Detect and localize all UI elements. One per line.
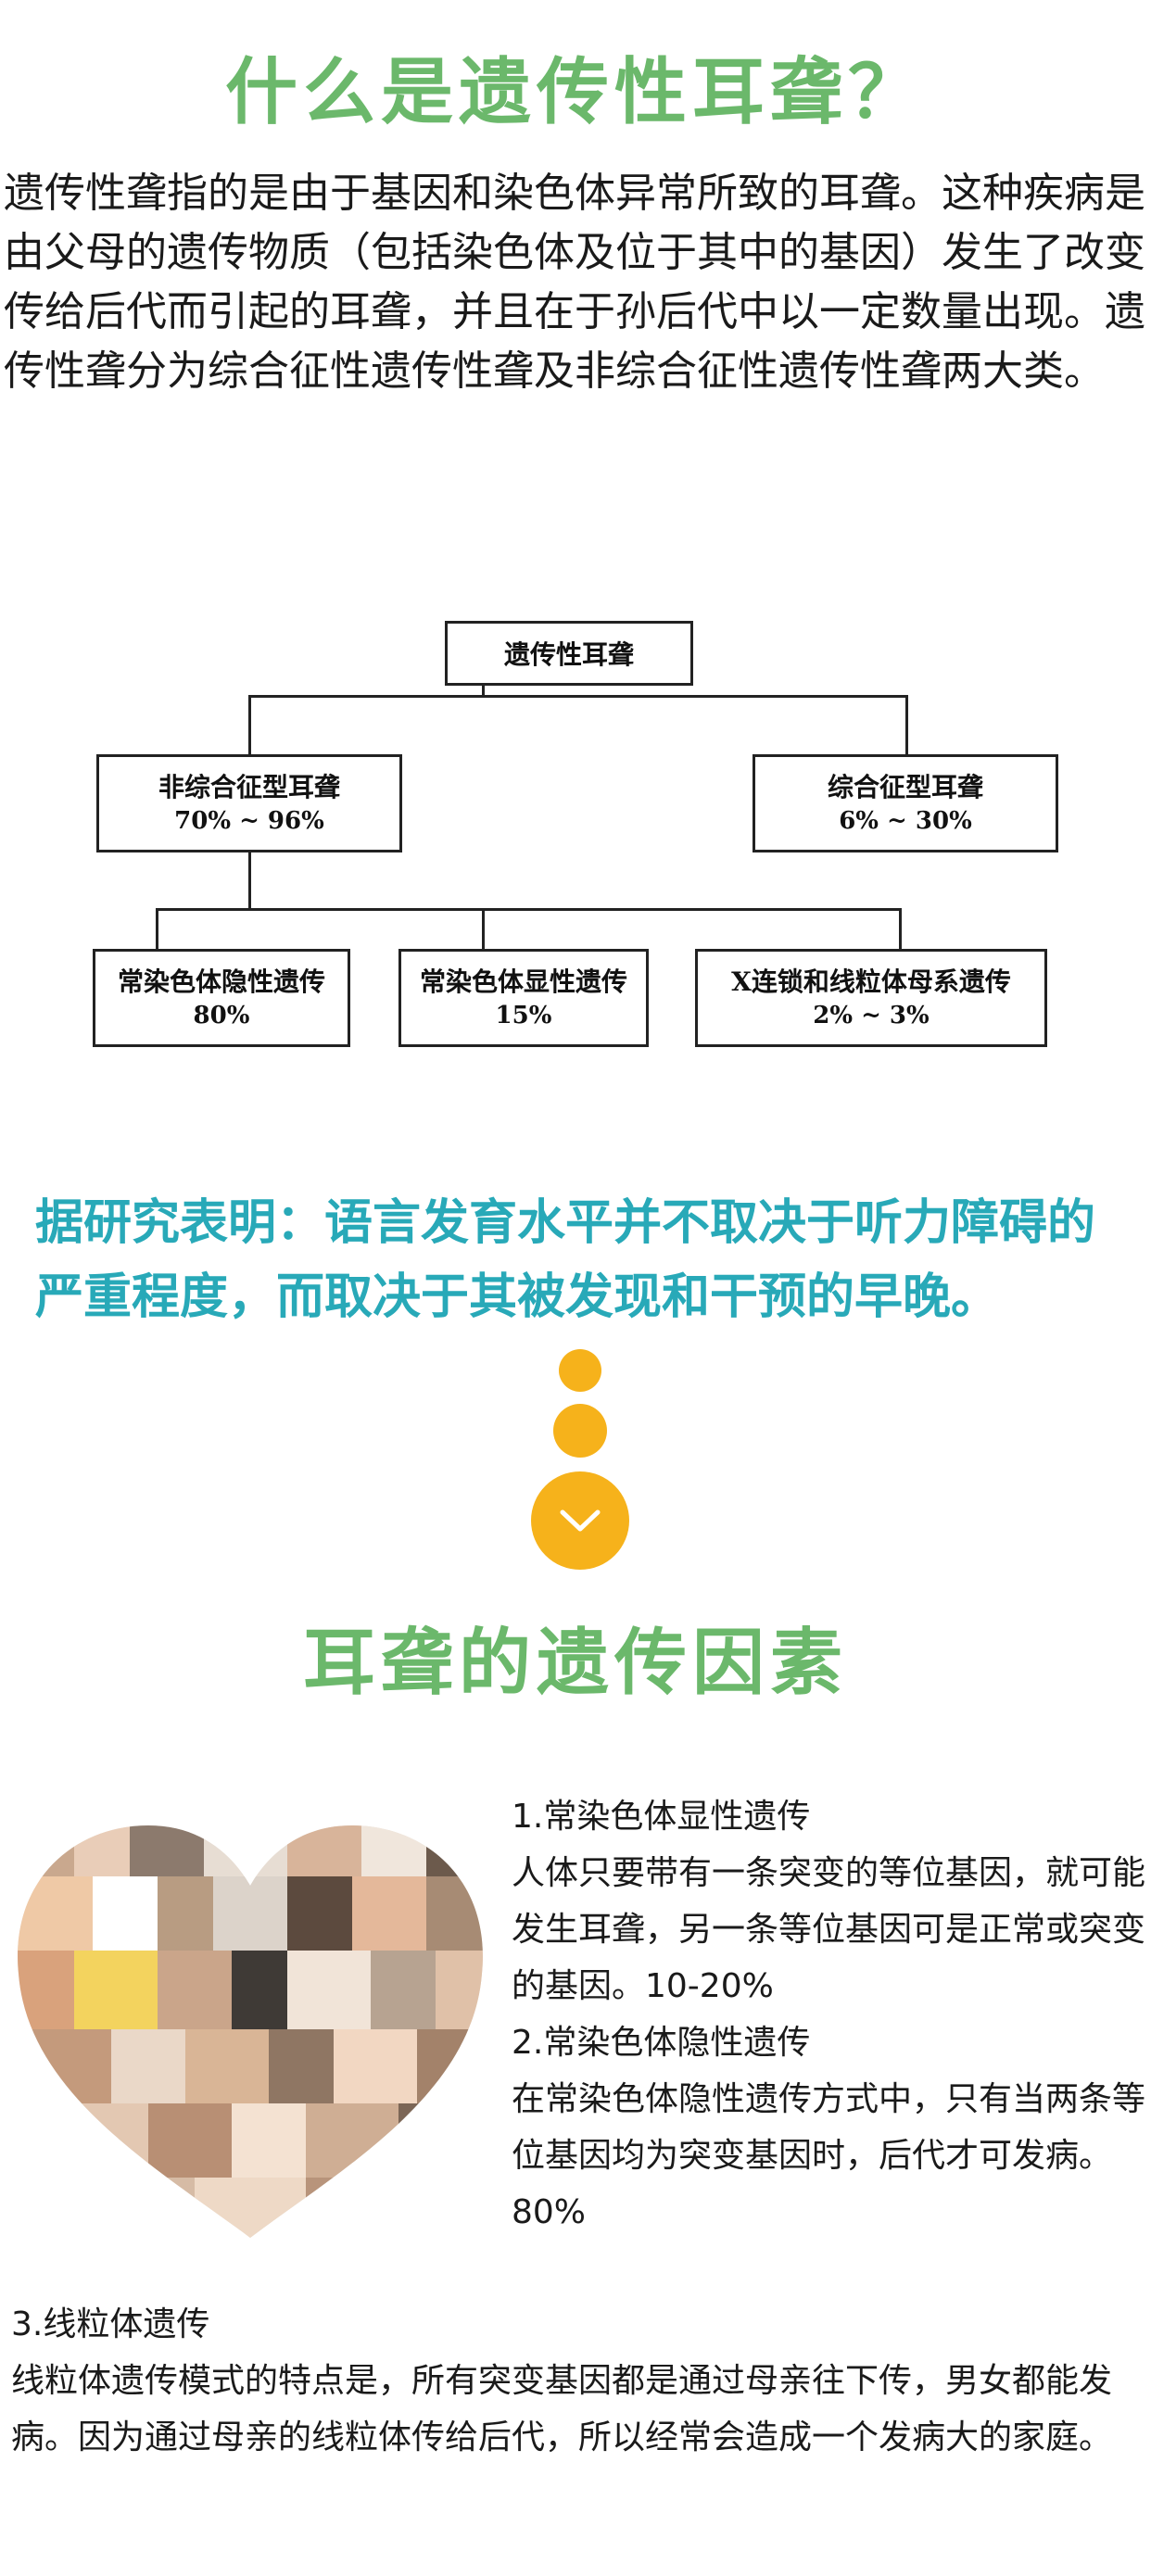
diagram-leaf2-box: 常染色体显性遗传 15%	[398, 949, 649, 1047]
research-callout: 据研究表明：语言发育水平并不取决于听力障碍的严重程度，而取决于其被发现和干预的早…	[35, 1195, 1096, 1325]
diagram-leaf3-label: X连锁和线粒体母系遗传	[731, 966, 1011, 997]
decor-dot-medium	[553, 1404, 607, 1458]
factor1-title: 1.常染色体显性遗传	[512, 1798, 811, 1836]
diagram-leaf1-label: 常染色体隐性遗传	[117, 966, 325, 997]
scroll-down-button[interactable]	[531, 1471, 629, 1570]
intro-paragraph: 遗传性聋指的是由于基因和染色体异常所致的耳聋。这种疾病是由父母的遗传物质（包括染…	[4, 170, 1145, 395]
diagram-leaf1-pct: 80%	[193, 1002, 250, 1029]
diagram-left-label: 非综合征型耳聋	[158, 772, 340, 802]
diagram-leaf1-box: 常染色体隐性遗传 80%	[93, 949, 350, 1047]
factor3-title: 3.线粒体遗传	[11, 2305, 210, 2343]
factor3-body: 线粒体遗传模式的特点是，所有突变基因都是通过母亲往下传，男女都能发病。因为通过母…	[11, 2362, 1113, 2456]
diagram-root-label: 遗传性耳聋	[503, 639, 634, 670]
diagram-right-box: 综合征型耳聋 6% ~ 30%	[753, 754, 1058, 852]
diagram-right-pct: 6% ~ 30%	[839, 807, 972, 835]
factors-text-block: 1.常染色体显性遗传 人体只要带有一条突变的等位基因，就可能发生耳聋，另一条等位…	[512, 1788, 1151, 2241]
heart-collage-image	[18, 1825, 483, 2238]
page-title: 什么是遗传性耳聋？	[224, 51, 926, 134]
diagram-left-pct: 70% ~ 96%	[174, 807, 324, 835]
factor2-title: 2.常染色体隐性遗传	[512, 2024, 811, 2062]
diagram-leaf3-pct: 2% ~ 3%	[813, 1002, 930, 1029]
photo-collage-heart	[9, 1816, 491, 2242]
diagram-leaf2-label: 常染色体显性遗传	[419, 966, 627, 997]
section-title-factors: 耳聋的遗传因素	[302, 1622, 848, 1705]
inheritance-diagram: 遗传性耳聋 非综合征型耳聋 70% ~ 96% 综合征型耳聋 6% ~ 30% …	[93, 602, 1066, 1121]
factor1-body: 人体只要带有一条突变的等位基因，就可能发生耳聋，另一条等位基因可是正常或突变的基…	[512, 1854, 1146, 2005]
factor2-body: 在常染色体隐性遗传方式中，只有当两条等位基因均为突变基因时，后代才可发病。80%	[512, 2080, 1146, 2231]
diagram-right-label: 综合征型耳聋	[827, 772, 983, 802]
decor-dot-small	[559, 1349, 601, 1392]
chevron-down-icon	[560, 1509, 601, 1532]
diagram-leaf2-pct: 15%	[495, 1002, 552, 1029]
diagram-left-box: 非综合征型耳聋 70% ~ 96%	[96, 754, 402, 852]
diagram-root-box: 遗传性耳聋	[445, 621, 693, 686]
factor3-block: 3.线粒体遗传 线粒体遗传模式的特点是，所有突变基因都是通过母亲往下传，男女都能…	[11, 2296, 1146, 2466]
diagram-leaf3-box: X连锁和线粒体母系遗传 2% ~ 3%	[695, 949, 1047, 1047]
